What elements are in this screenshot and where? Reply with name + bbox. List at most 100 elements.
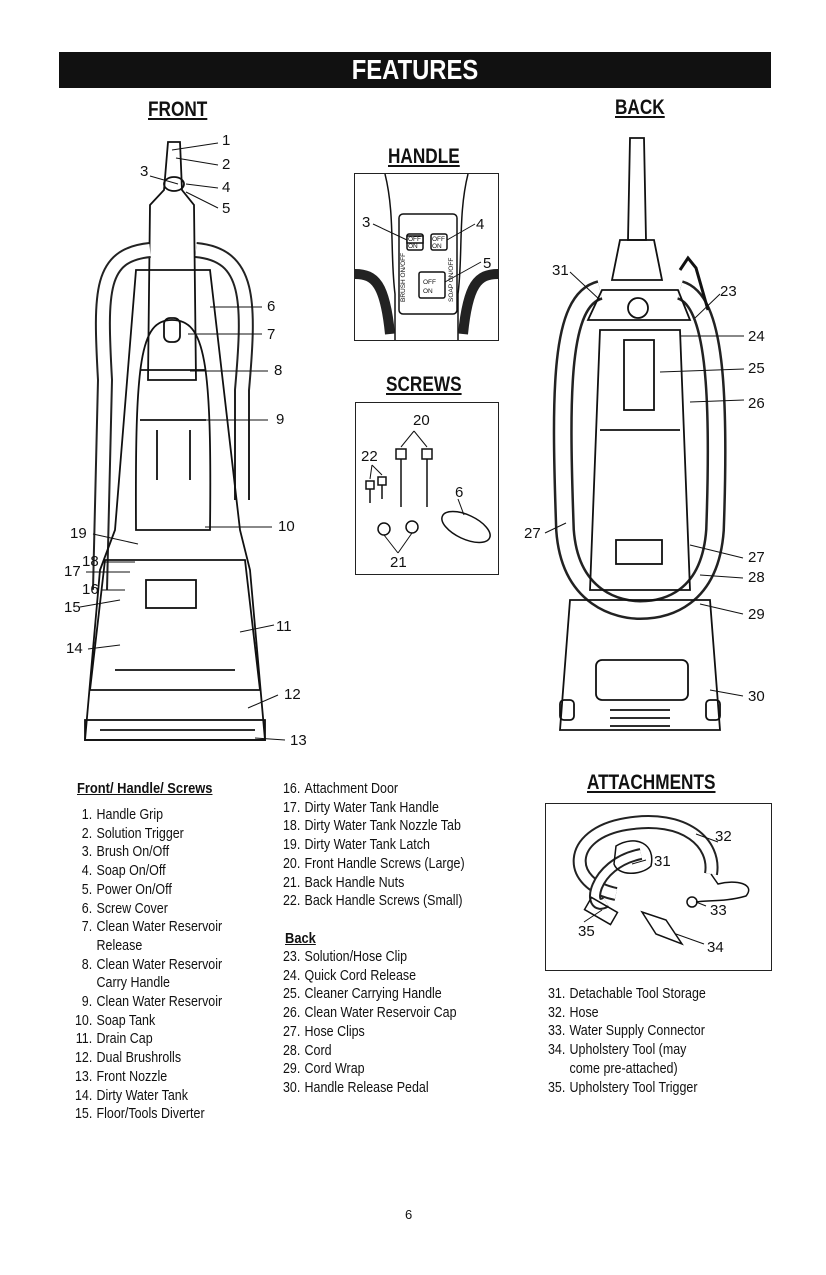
screws-callout-6: 6 [455,484,463,501]
list-item: 21.Back Handle Nuts [283,874,405,891]
attachments-illustration: 32 31 33 35 34 [572,815,750,956]
list-item: Carry Handle [96,975,170,992]
front-callout-2: 2 [222,156,231,173]
attachments-box: 32 31 33 35 34 [545,803,772,971]
front-callout-7: 7 [267,326,276,343]
attach-callout-35: 35 [578,923,595,940]
attach-callout-34: 34 [707,939,724,956]
handle-on-label-3: ON [423,288,433,295]
brush-switch-label: BRUSH ON/OFF [400,253,407,302]
front-callout-6: 6 [267,298,276,315]
list-item: 3.Brush On/Off [81,844,170,861]
front-callout-14: 14 [66,640,83,657]
front-view-illustration [84,141,266,741]
back-callout-23: 23 [720,283,737,300]
back-callout-28: 28 [748,569,765,586]
front-callout-13: 13 [290,732,307,749]
list-item: 1.Handle Grip [81,807,164,823]
back-callout-31: 31 [552,262,569,279]
front-callout-9: 9 [276,411,285,428]
front-callout-15: 15 [64,599,81,616]
back-callout-24: 24 [748,328,765,345]
section-back: Back [285,930,316,947]
front-callout-1: 1 [222,132,231,149]
handle-off-label-2: OFF [432,236,445,243]
list-item: 6.Screw Cover [81,900,168,917]
front-callout-3: 3 [140,163,149,180]
handle-on-label-2: ON [432,243,442,250]
front-callout-17: 17 [64,563,81,580]
back-callout-30: 30 [748,688,765,705]
list-item: 2.Solution Trigger [81,825,184,842]
list-item: 25.Cleaner Carrying Handle [283,986,442,1003]
back-callout-25: 25 [748,360,765,377]
page-title: FEATURES [351,54,479,85]
list-item: 28.Cord [283,1042,332,1059]
page-number: 6 [405,1207,413,1222]
features-banner: FEATURES [59,52,771,88]
list-item: 20.Front Handle Screws (Large) [283,855,465,872]
handle-off-label-3: OFF [423,279,436,286]
list-item: 4.Soap On/Off [81,863,166,880]
handle-detail-box: OFF ON OFF ON OFF ON BRUSH ON/OFF SOAP O… [354,173,499,341]
list-item: 11.Drain Cap [75,1031,153,1048]
list-item: 29.Cord Wrap [283,1061,365,1078]
list-item: 7.Clean Water Reservoir [81,919,223,936]
front-callout-19: 19 [70,525,87,542]
back-view-illustration [552,137,727,731]
parts-list-col1: 1.Handle Grip 2.Solution Trigger 3.Brush… [75,806,222,1124]
heading-front: FRONT [148,98,208,121]
list-item: 34.Upholstery Tool (may [548,1042,687,1059]
screws-callout-20: 20 [413,412,430,429]
back-callout-29: 29 [748,606,765,623]
list-item: 17.Dirty Water Tank Handle [283,799,439,816]
list-item: 15.Floor/Tools Diverter [75,1106,205,1123]
list-item: 5.Power On/Off [81,881,172,898]
screws-detail-box: 20 22 6 21 [355,402,499,575]
handle-callout-3: 3 [362,214,370,231]
list-item: 32.Hose [548,1004,599,1021]
list-item: 16.Attachment Door [283,781,399,797]
list-item: 9.Clean Water Reservoir [81,994,223,1011]
front-callout-18: 18 [82,553,99,570]
screws-illustration: 20 22 6 21 [361,412,491,571]
front-callout-8: 8 [274,362,283,379]
heading-attachments: ATTACHMENTS [587,771,716,794]
back-callout-27-left: 27 [524,525,541,542]
list-item: 22.Back Handle Screws (Small) [283,893,463,910]
front-callout-10: 10 [278,518,295,535]
heading-screws: SCREWS [386,373,462,396]
heading-back: BACK [615,96,665,119]
front-callout-4: 4 [222,179,231,196]
list-item: 31.Detachable Tool Storage [548,986,706,1002]
attach-callout-32: 32 [715,828,732,845]
front-callout-5: 5 [222,200,231,217]
handle-detail-illustration: OFF ON OFF ON OFF ON BRUSH ON/OFF SOAP O… [355,174,498,340]
list-item: 33.Water Supply Connector [548,1023,705,1040]
list-item: 19.Dirty Water Tank Latch [283,837,430,854]
handle-on-label-1: ON [408,243,418,250]
list-item: Release [96,937,143,954]
back-callout-27-right: 27 [748,549,765,566]
front-callout-11: 11 [276,618,292,635]
heading-handle: HANDLE [388,145,460,168]
handle-callout-5: 5 [483,255,491,272]
screws-callout-21: 21 [390,554,407,571]
list-item: 12.Dual Brushrolls [75,1050,182,1067]
list-item: 35.Upholstery Tool Trigger [548,1079,698,1096]
list-item: 8.Clean Water Reservoir [81,956,223,973]
list-item: 13.Front Nozzle [75,1068,168,1085]
list-item: 10.Soap Tank [75,1012,156,1029]
list-item: 18.Dirty Water Tank Nozzle Tab [283,818,461,835]
list-item: 30.Handle Release Pedal [283,1079,429,1096]
section-front-handle-screws: Front/ Handle/ Screws [77,780,213,797]
list-item: 27.Hose Clips [283,1023,365,1040]
list-item: 23.Solution/Hose Clip [283,949,408,965]
attach-callout-33: 33 [710,902,727,919]
handle-off-label-1: OFF [408,236,421,243]
parts-list-col2b: 23.Solution/Hose Clip 24.Quick Cord Rele… [283,948,457,1098]
attach-callout-31: 31 [654,853,671,870]
list-item: 26.Clean Water Reservoir Cap [283,1005,457,1022]
